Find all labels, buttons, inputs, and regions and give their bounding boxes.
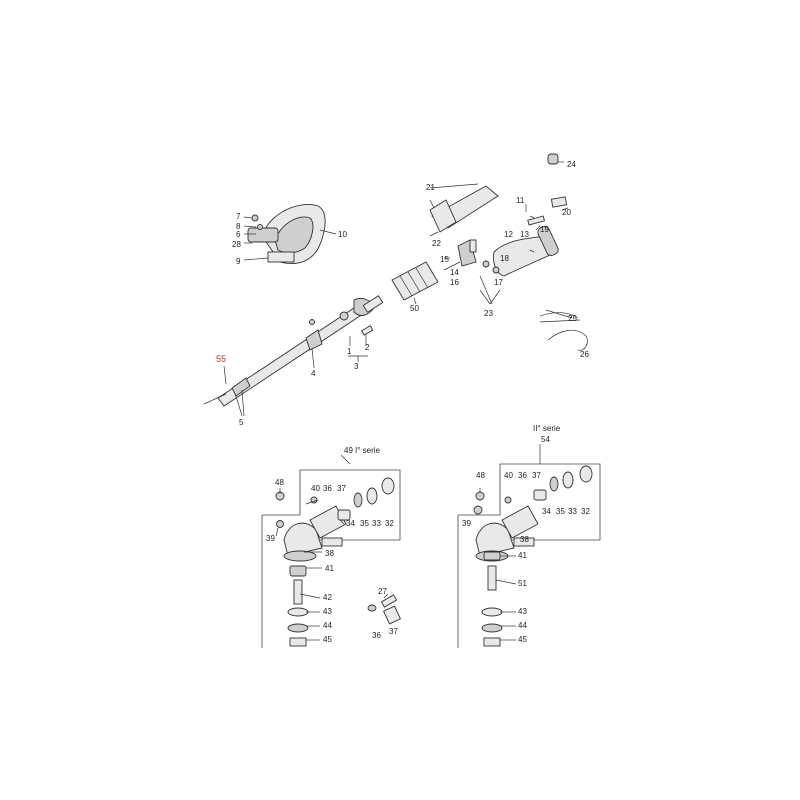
callout-7: 7 — [236, 212, 241, 221]
g2-callout-32: 32 — [581, 507, 590, 516]
grip-sleeve — [391, 261, 439, 301]
g1-callout-43: 43 — [323, 607, 332, 616]
callout-6: 6 — [236, 230, 241, 239]
callout-9: 9 — [236, 257, 241, 266]
callout-24: 24 — [567, 160, 576, 169]
g1-callout-41: 41 — [325, 564, 334, 573]
callout-26: 26 — [580, 350, 589, 359]
g1-callout-32: 32 — [385, 519, 394, 528]
g1-callout-33: 33 — [372, 519, 381, 528]
callout-25: 25 — [568, 314, 577, 323]
g1-callout-44: 44 — [323, 621, 332, 630]
g2-callout-41: 41 — [518, 551, 527, 560]
callout-22: 22 — [432, 239, 441, 248]
callout-23: 23 — [484, 309, 493, 318]
callout-1: 1 — [347, 347, 352, 356]
bevel-pinion-parts — [367, 594, 401, 625]
g2-callout-38: 38 — [520, 535, 529, 544]
callout-3: 3 — [354, 362, 359, 371]
throttle-cable — [539, 312, 588, 351]
g2-callout-44: 44 — [518, 621, 527, 630]
g1-callout-42: 42 — [323, 593, 332, 602]
callout-12: 12 — [504, 230, 513, 239]
g1-callout-37: 37 — [337, 484, 346, 493]
callout-55: 55 — [216, 354, 226, 364]
callout-28: 28 — [232, 240, 241, 249]
callout-10: 10 — [338, 230, 347, 239]
callout-8: 8 — [236, 222, 241, 231]
g2-callout-34: 34 — [542, 507, 551, 516]
gearbox-group-second-series — [457, 463, 601, 648]
g2-callout-35: 35 — [556, 507, 565, 516]
callout-19: 19 — [540, 225, 549, 234]
g2-callout-48: 48 — [476, 471, 485, 480]
g1-series-label: I° serie — [355, 446, 381, 455]
mid-callout-36: 36 — [372, 631, 381, 640]
g2-callout-51: 51 — [518, 579, 527, 588]
callout-16: 16 — [450, 278, 459, 287]
g1-callout-35: 35 — [360, 519, 369, 528]
drive-shaft-tube — [203, 295, 384, 407]
g2-callout-40: 40 — [504, 471, 513, 480]
callout-5: 5 — [239, 418, 244, 427]
callout-18: 18 — [500, 254, 509, 263]
g2-series-label: II° serie — [533, 424, 561, 433]
g1-callout-34: 34 — [346, 519, 355, 528]
g1-callout-48: 48 — [275, 478, 284, 487]
g1-callout-45: 45 — [323, 635, 332, 644]
mid-callout-27: 27 — [378, 587, 387, 596]
callout-20: 20 — [562, 208, 571, 217]
g2-callout-39: 39 — [462, 519, 471, 528]
callout-50: 50 — [410, 304, 419, 313]
callout-11: 11 — [516, 196, 525, 205]
callout-13: 13 — [520, 230, 529, 239]
callout-14: 14 — [450, 268, 459, 277]
g1-callout-49: 49 — [344, 446, 353, 455]
callout-17: 17 — [494, 278, 503, 287]
callout-15: 15 — [440, 255, 449, 264]
rear-handle-assembly — [429, 153, 568, 277]
gearbox-group-first-series — [261, 469, 401, 648]
g2-callout-54: 54 — [541, 435, 550, 444]
g2-callout-43: 43 — [518, 607, 527, 616]
g1-callout-40: 40 — [311, 484, 320, 493]
g1-callout-36: 36 — [323, 484, 332, 493]
g1-callout-39: 39 — [266, 534, 275, 543]
loop-handle-assembly — [247, 204, 326, 264]
g2-callout-45: 45 — [518, 635, 527, 644]
callout-21: 21 — [426, 183, 435, 192]
mid-callout-37: 37 — [389, 627, 398, 636]
g2-callout-36: 36 — [518, 471, 527, 480]
callout-4: 4 — [311, 369, 316, 378]
g2-callout-33: 33 — [568, 507, 577, 516]
callout-2: 2 — [365, 343, 370, 352]
g1-callout-38: 38 — [325, 549, 334, 558]
g2-callout-37: 37 — [532, 471, 541, 480]
